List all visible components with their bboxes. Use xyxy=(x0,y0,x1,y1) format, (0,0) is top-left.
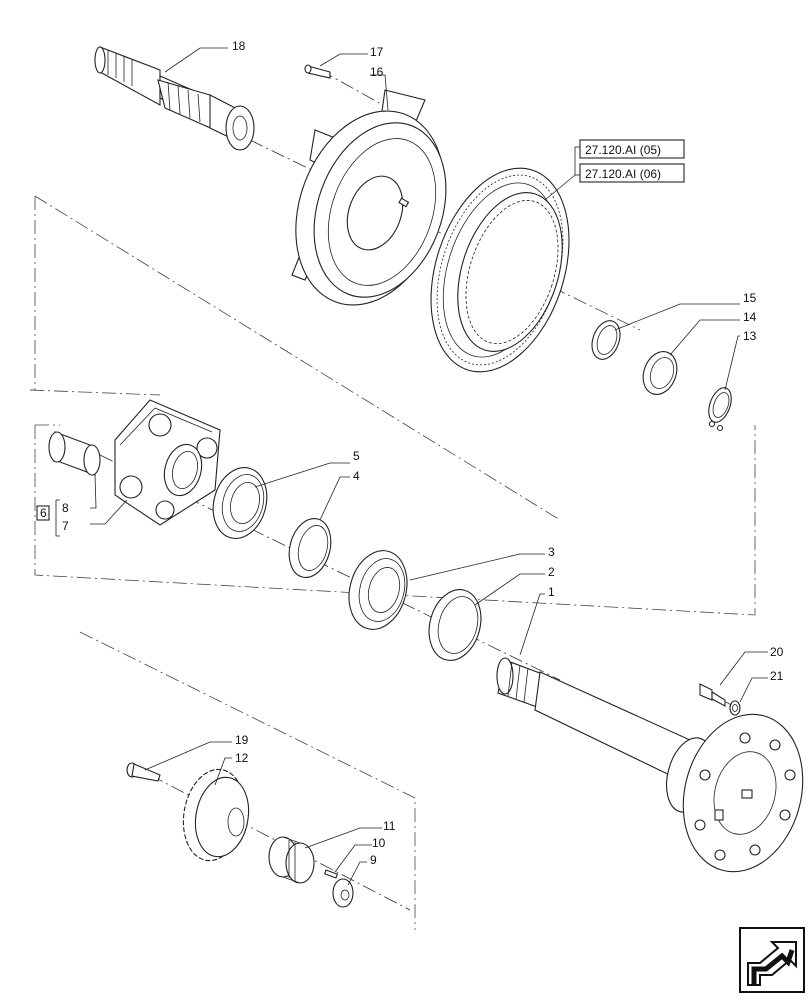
callout-13: 13 xyxy=(743,329,757,343)
callout-19: 19 xyxy=(235,733,249,747)
callout-3: 3 xyxy=(548,545,555,559)
callout-12: 12 xyxy=(235,751,249,765)
callout-16: 16 xyxy=(370,65,384,79)
callout-11: 11 xyxy=(383,819,396,833)
callouts: 18 17 16 15 14 13 5 4 3 2 1 8 7 6 20 21 … xyxy=(36,39,784,867)
callout-1: 1 xyxy=(548,585,555,599)
pin-part-17 xyxy=(304,64,331,79)
callout-10: 10 xyxy=(372,836,386,850)
ring-part-15 xyxy=(591,320,621,360)
ref-box-bottom[interactable] xyxy=(579,163,685,183)
callout-21: 21 xyxy=(770,669,784,683)
ref-text-bottom[interactable]: 27.120.AI (06) xyxy=(585,167,661,181)
bearing-part-3 xyxy=(348,550,408,630)
needle-bearing-part-11 xyxy=(268,836,315,884)
ref-box-top[interactable] xyxy=(579,139,685,159)
ring-part-2 xyxy=(428,589,482,661)
callout-14: 14 xyxy=(743,310,757,324)
bracket-part-7 xyxy=(114,399,221,526)
callout-7: 7 xyxy=(62,519,69,533)
screw-part-19 xyxy=(126,762,161,782)
splined-shaft-part-18 xyxy=(94,46,255,151)
washer-part-14 xyxy=(642,351,678,395)
thrust-washer-part-9 xyxy=(332,878,354,908)
callout-9: 9 xyxy=(370,853,377,867)
callout-8: 8 xyxy=(62,501,69,515)
callout-15: 15 xyxy=(743,291,757,305)
group-outline-upper xyxy=(29,195,561,521)
callout-6: 6 xyxy=(40,506,47,520)
callout-17: 17 xyxy=(370,45,384,59)
reference-links[interactable]: 27.120.AI (05) 27.120.AI (06) xyxy=(579,139,685,183)
bearing-part-5 xyxy=(212,467,268,539)
bolt-part-20 xyxy=(699,683,726,707)
seal-part-4 xyxy=(288,518,332,578)
ref-text-top[interactable]: 27.120.AI (05) xyxy=(585,143,661,157)
next-page-arrow-icon[interactable] xyxy=(739,927,805,993)
callout-5: 5 xyxy=(353,449,360,463)
callout-4: 4 xyxy=(353,469,360,483)
group-outline-lower xyxy=(79,631,416,930)
callout-20: 20 xyxy=(770,645,784,659)
callout-2: 2 xyxy=(548,565,555,579)
ring-gear xyxy=(430,167,570,373)
gear-part-12 xyxy=(182,768,250,862)
callout-18: 18 xyxy=(232,39,246,53)
washer-part-21 xyxy=(729,700,741,716)
pin-part-10 xyxy=(323,869,339,879)
leader-lines xyxy=(55,47,768,886)
axle-shaft-part-1 xyxy=(496,657,804,873)
carrier-housing-part-16 xyxy=(291,89,447,306)
pin-part-8 xyxy=(48,431,101,476)
callout-6-box xyxy=(36,505,50,521)
snap-ring-part-13 xyxy=(708,387,732,432)
